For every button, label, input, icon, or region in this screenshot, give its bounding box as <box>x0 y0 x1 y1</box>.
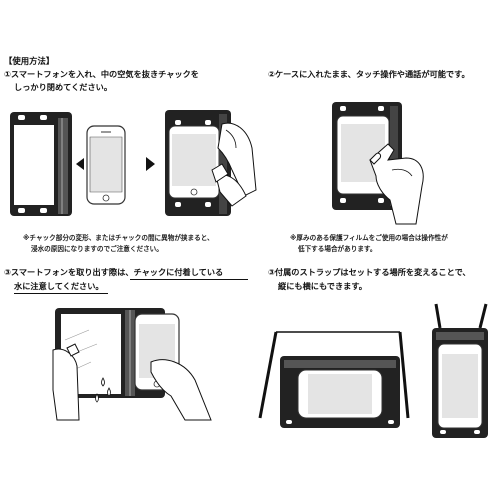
note-2-line-2: 低下する場合があります。 <box>298 245 377 253</box>
step-1-line-1: ①スマートフォンを入れ、中の空気を抜きチャックを <box>4 69 199 79</box>
right-arrow-icon <box>146 157 155 171</box>
step-2-line-1: ②ケースに入れたまま、タッチ操作や通話が可能です。 <box>268 69 470 79</box>
step-3-line-1: ③スマートフォンを取り出す際は、チャックに付着している <box>4 267 224 277</box>
phone <box>87 126 125 204</box>
water-drops <box>96 378 111 402</box>
left-arrow-icon <box>76 158 84 170</box>
horizontal-strap <box>260 332 408 418</box>
horizontal-case <box>280 356 400 428</box>
page-title: 【使用方法】 <box>4 56 55 66</box>
note-2-line-1: ※厚みのある保護フィルムをご使用の場合は操作性が <box>290 234 448 242</box>
step-4-line-1: ③付属のストラップはセットする場所を変えることで、 <box>268 267 471 277</box>
step-2-illustration <box>332 102 470 225</box>
empty-case <box>10 112 72 216</box>
step-4-illustration <box>258 298 488 438</box>
step-3-line-2: 水に注意してください。 <box>14 281 104 291</box>
hands <box>212 123 256 206</box>
step-3-illustration <box>45 308 225 425</box>
step-4-line-2: 縦にも横にもできます。 <box>278 281 367 291</box>
vertical-strap <box>436 304 486 328</box>
note-1-line-2: 浸水の原因になりますのでご注意ください。 <box>31 245 163 253</box>
step-1-illustration <box>10 110 260 216</box>
step-3-underline-2 <box>14 293 108 294</box>
step-1-line-2: しっかり閉めてください。 <box>14 82 113 92</box>
vertical-case <box>432 328 488 438</box>
step-3-underline-1 <box>130 279 248 280</box>
hands-removing <box>53 344 211 420</box>
note-1-line-1: ※チャック部分の変形、またはチャックの間に異物が挟まると、 <box>23 234 214 242</box>
phone-in-case <box>165 110 231 216</box>
touching-hand <box>370 144 423 224</box>
